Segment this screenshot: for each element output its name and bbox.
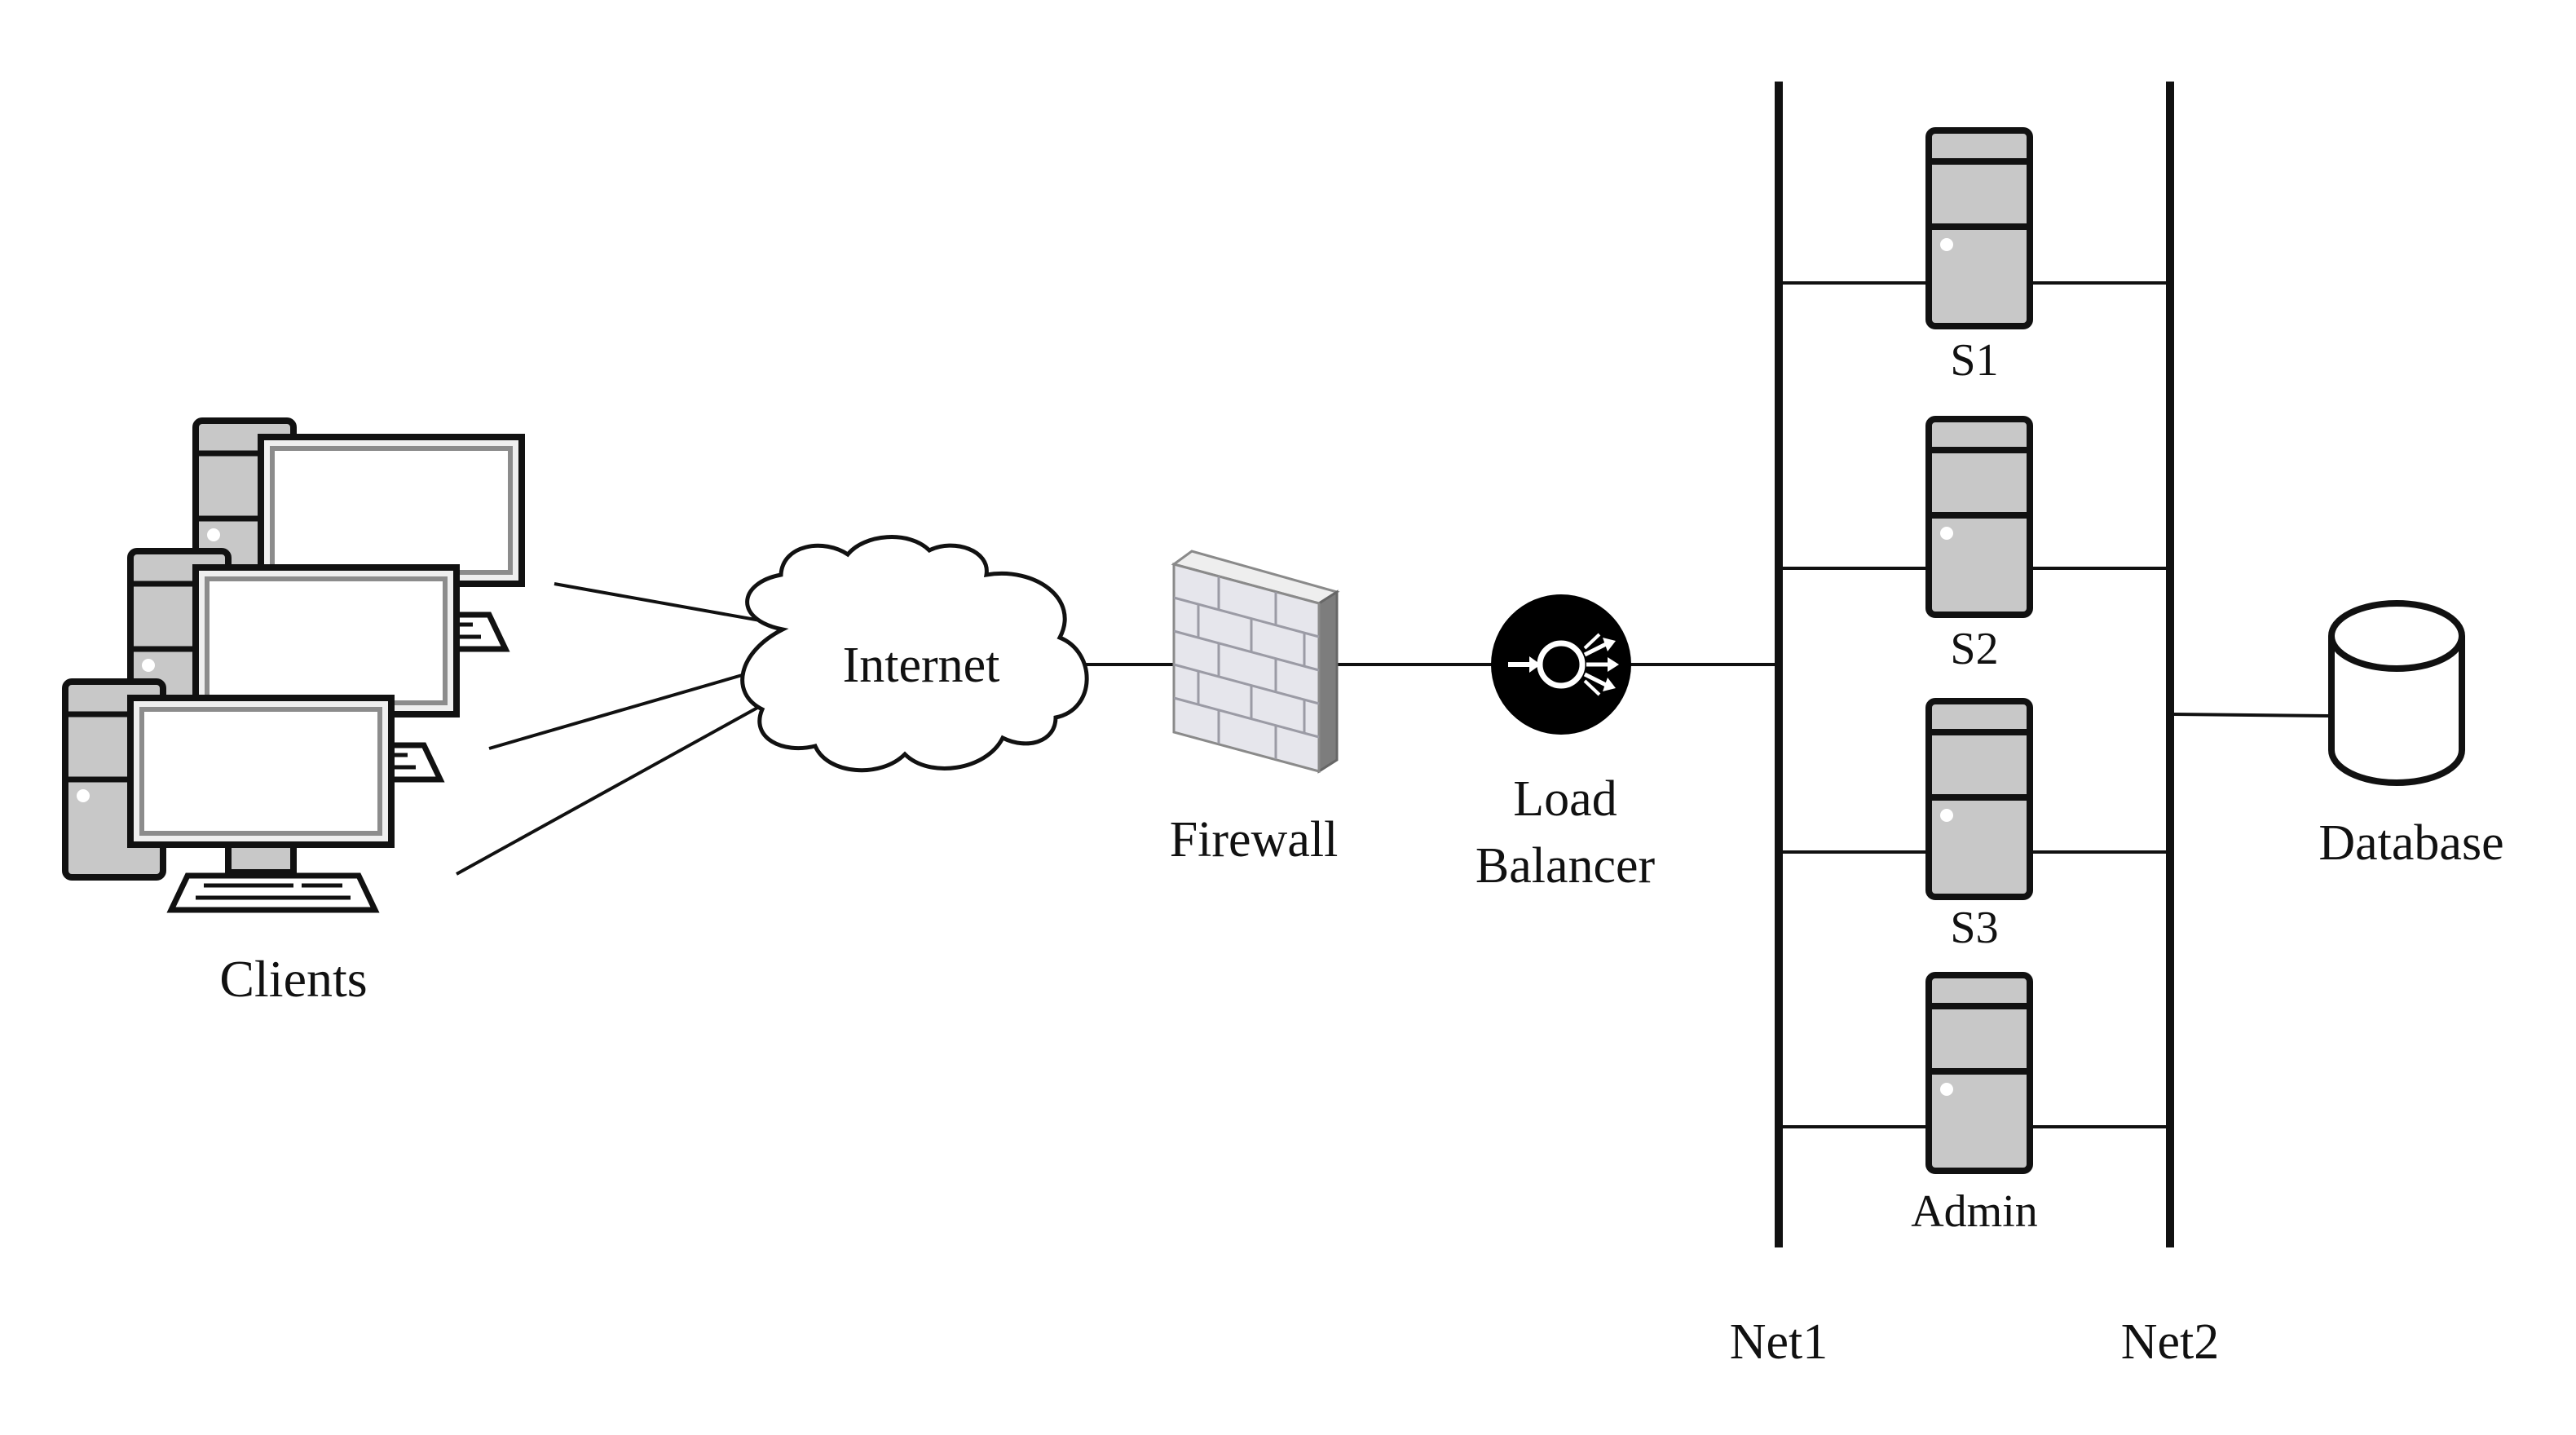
server-s1-icon xyxy=(1929,130,2030,326)
client-links xyxy=(456,582,767,876)
server-s1-label: S1 xyxy=(1950,335,1998,386)
server-s2-icon xyxy=(1929,419,2030,615)
internet-label: Internet xyxy=(843,638,1000,693)
server-admin-icon xyxy=(1929,975,2030,1171)
database-cylinder-icon xyxy=(2328,600,2465,786)
net2-database-link xyxy=(2169,713,2329,718)
server-s3-icon xyxy=(1929,701,2030,897)
load-balancer-icon xyxy=(1491,594,1631,735)
load-balancer-label-line2: Balancer xyxy=(1475,838,1656,894)
net2-label: Net2 xyxy=(2121,1314,2220,1370)
server-admin-label: Admin xyxy=(1911,1186,2038,1237)
firewall-label: Firewall xyxy=(1170,812,1339,868)
server-links xyxy=(1779,281,2170,1128)
server-s2-label: S2 xyxy=(1950,624,1998,674)
load-balancer-label-line1: Load xyxy=(1513,771,1617,827)
cloud-icon xyxy=(740,535,1089,773)
clients-label: Clients xyxy=(219,950,367,1008)
brick-wall-icon xyxy=(1171,550,1340,774)
server-s3-label: S3 xyxy=(1950,903,1998,953)
clients-icon xyxy=(65,421,522,910)
net1-label: Net1 xyxy=(1730,1314,1828,1370)
database-label: Database xyxy=(2318,815,2503,871)
